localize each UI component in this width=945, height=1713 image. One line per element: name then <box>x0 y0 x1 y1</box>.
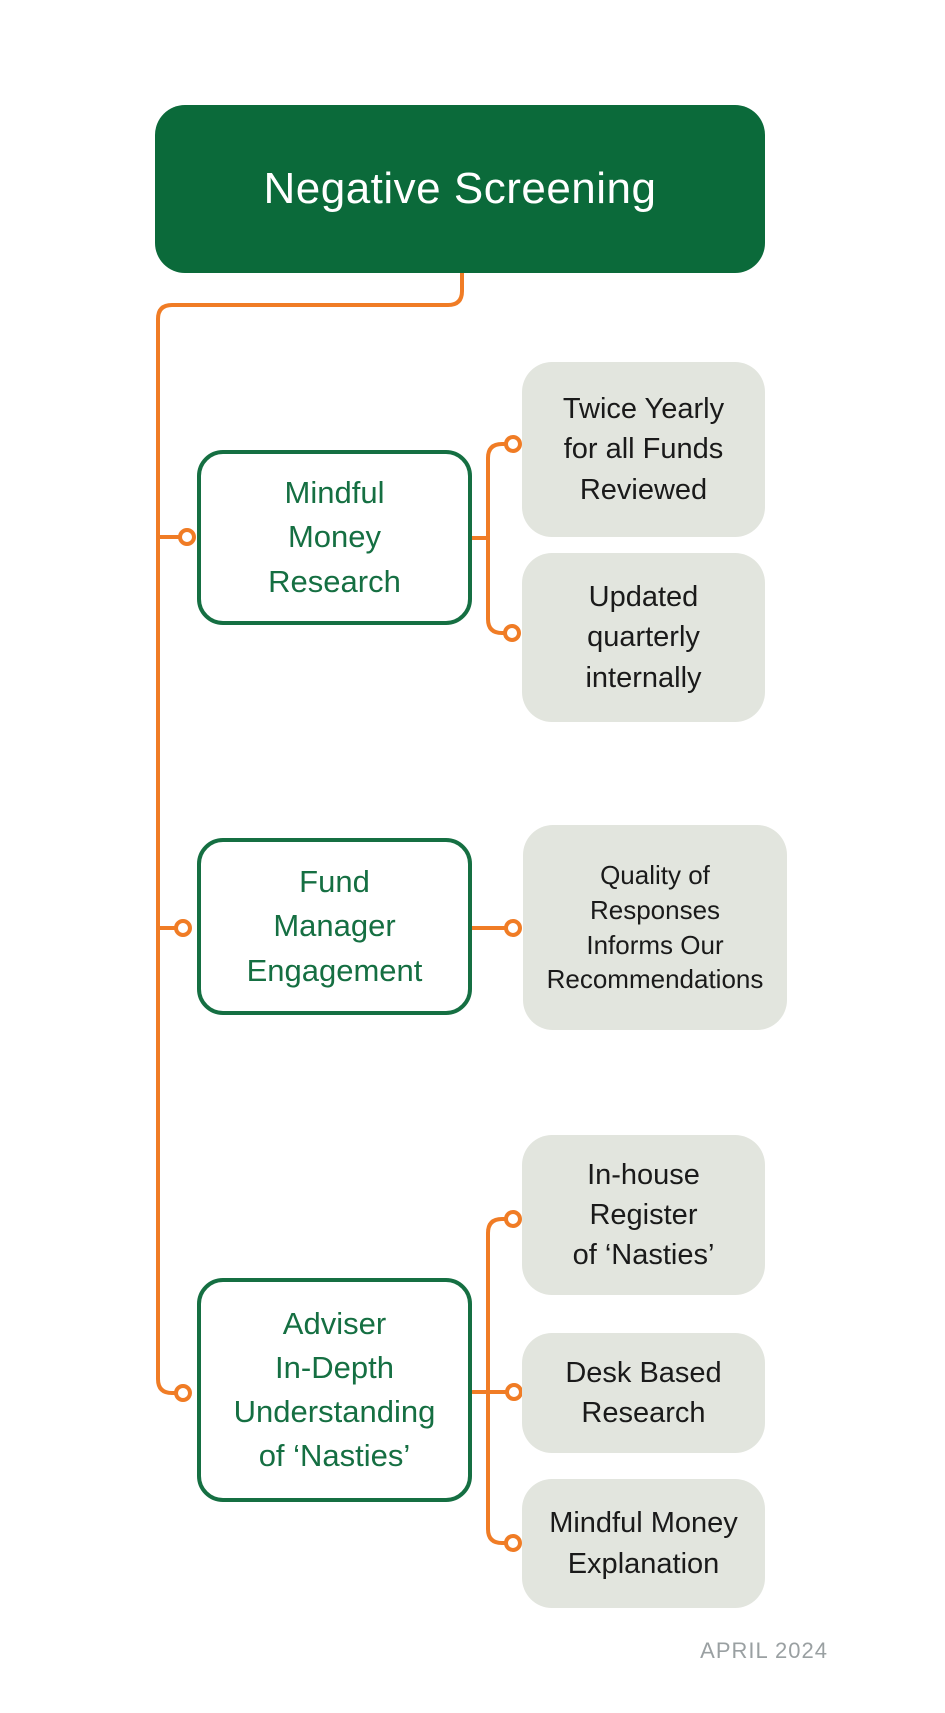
connector-trunk <box>156 269 464 1395</box>
leaf-label: Mindful Money Explanation <box>549 1507 738 1580</box>
leaf-label: Desk Based Research <box>565 1356 722 1429</box>
leaf-twice-yearly-review: Twice Yearly for all Funds Reviewed <box>522 362 765 537</box>
node-label: Mindful Money Research <box>268 475 401 599</box>
leaf-mindful-money-explanation: Mindful Money Explanation <box>522 1479 765 1608</box>
leaf-label: In-house Register of ‘Nasties’ <box>572 1158 715 1271</box>
node-label: Fund Manager Engagement <box>246 864 423 988</box>
leaf-updated-quarterly: Updated quarterly internally <box>522 553 765 722</box>
connector-node1-bracket <box>468 442 508 635</box>
leaf-label: Updated quarterly internally <box>585 581 702 694</box>
root-node-label: Negative Screening <box>263 164 657 213</box>
node-label: Adviser In-Depth Understanding of ‘Nasti… <box>233 1305 436 1474</box>
connector-dot <box>174 1384 192 1402</box>
leaf-inhouse-register: In-house Register of ‘Nasties’ <box>522 1135 765 1295</box>
leaf-quality-of-responses: Quality of Responses Informs Our Recomme… <box>523 825 787 1030</box>
footer-date: APRIL 2024 <box>700 1638 828 1663</box>
connector-dot <box>504 1534 522 1552</box>
connector-dot <box>504 919 522 937</box>
connector-dot <box>503 624 521 642</box>
node-adviser-understanding-nasties: Adviser In-Depth Understanding of ‘Nasti… <box>197 1278 472 1502</box>
connector-dot <box>178 528 196 546</box>
root-node-negative-screening: Negative Screening <box>155 105 765 273</box>
connector-node3-bracket <box>471 1217 509 1545</box>
connector-dot <box>174 919 192 937</box>
leaf-label: Quality of Responses Informs Our Recomme… <box>546 860 764 995</box>
node-fund-manager-engagement: Fund Manager Engagement <box>197 838 472 1015</box>
leaf-label: Twice Yearly for all Funds Reviewed <box>562 393 725 506</box>
connector-dot <box>504 435 522 453</box>
node-mindful-money-research: Mindful Money Research <box>197 450 472 625</box>
leaf-desk-based-research: Desk Based Research <box>522 1333 765 1453</box>
connector-dot <box>505 1383 523 1401</box>
connector-dot <box>504 1210 522 1228</box>
